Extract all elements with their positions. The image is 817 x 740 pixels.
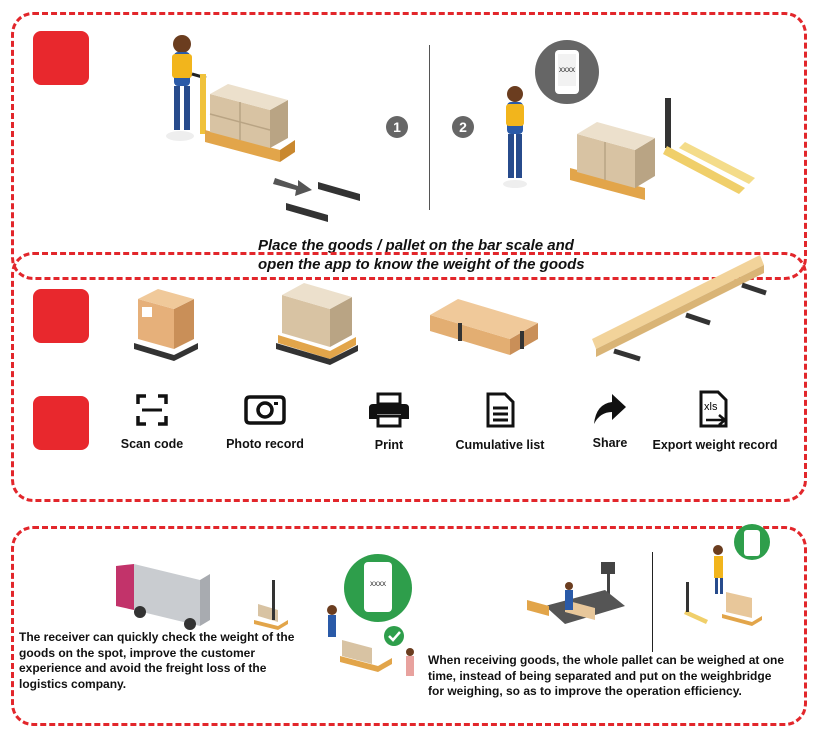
pallet-weighbridge-illustration [527,562,625,624]
feature-label: Cumulative list [455,438,545,452]
feature-label: Photo record [226,437,304,451]
feature-photo-record[interactable]: Photo record [200,393,330,451]
scan-code-icon [136,394,168,426]
caption-line-2: open the app to know the weight of the g… [258,256,585,273]
benefits-panel [11,526,807,726]
phone-screen-text: XXXX [370,582,386,588]
feature-cumulative-list[interactable]: Cumulative list [435,392,565,452]
truck-delivery-illustration: XXXX [116,554,414,676]
step-2-badge: 2 [452,116,474,138]
printer-icon [369,392,409,428]
worker-with-pallet-illustration [166,35,360,222]
camera-icon [244,395,286,425]
step-1-badge: 1 [386,116,408,138]
receiver-benefit-text: The receiver can quickly check the weigh… [19,630,295,691]
feature-label: Scan code [120,437,184,451]
feature-label: Share [592,436,628,450]
scenario-divider [652,552,653,652]
decorative-red-square [33,31,89,85]
step-divider [429,45,430,210]
document-list-icon [486,392,515,428]
feature-scan-code[interactable]: Scan code [87,393,217,451]
worker-weighing-pallet-illustration [684,524,770,626]
xls-export-icon: xls [699,390,728,428]
pallet-weighing-benefit-text: When receiving goods, the whole pallet c… [428,653,785,698]
decorative-red-square [33,289,89,343]
feature-label: Print [374,438,404,452]
phone-screen-text: XXXX [559,68,575,74]
weighing-caption: Place the goods / pallet on the bar scal… [258,236,585,274]
xls-label: xls [704,401,718,413]
share-arrow-icon [594,394,626,424]
feature-export-weight-record[interactable]: xls Export weight record [650,390,780,452]
feature-print[interactable]: Print [324,392,454,452]
feature-label: Export weight record [652,438,778,452]
goods-types-illustration [134,255,767,365]
weighing-steps-panel [11,12,807,280]
decorative-red-square [33,396,89,450]
feature-share[interactable]: Share [545,392,675,450]
worker-checking-phone-illustration: XXXX [503,40,755,200]
caption-line-1: Place the goods / pallet on the bar scal… [258,237,574,254]
goods-and-features-panel [11,252,807,502]
